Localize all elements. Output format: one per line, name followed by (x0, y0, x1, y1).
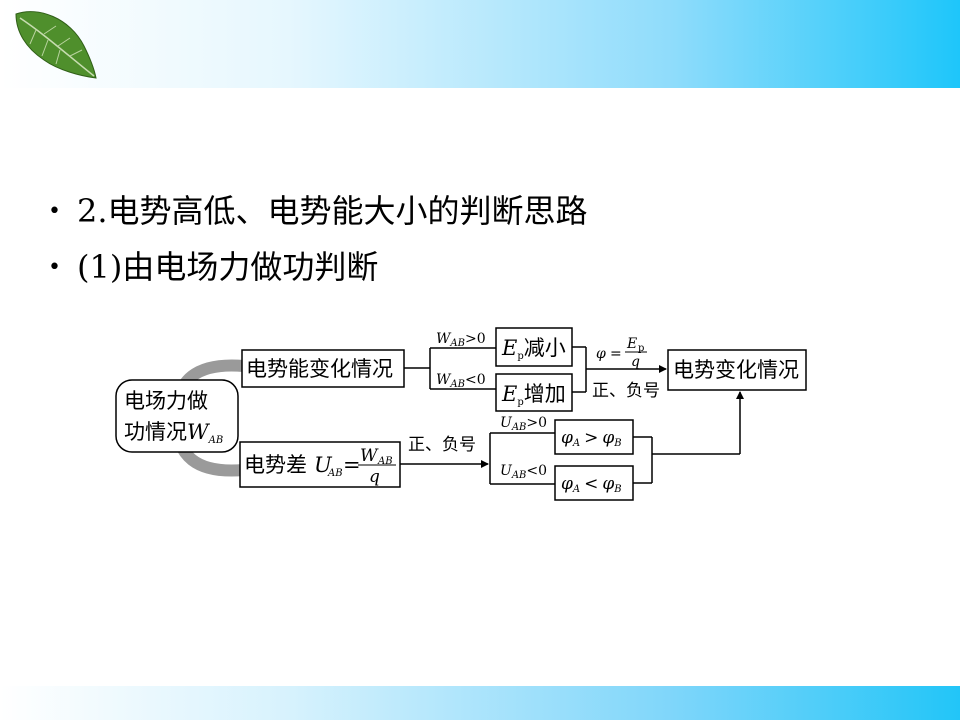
svg-text:=: = (610, 346, 622, 362)
svg-text:=: = (343, 453, 361, 477)
header-banner (0, 0, 960, 88)
svg-text:AB: AB (377, 456, 393, 467)
phi-less-label: φA<φB (561, 474, 622, 495)
bullet-marker: • (48, 199, 61, 224)
bullet-line-1: • 2.电势高低、电势能大小的判断思路 (48, 186, 588, 232)
svg-text:φ: φ (596, 346, 606, 362)
svg-text:W: W (360, 446, 379, 466)
potential-change-label: 电势变化情况 (673, 358, 799, 382)
potential-change-box (667, 349, 807, 391)
svg-text:q: q (369, 467, 380, 487)
voltage-formula: 电势差 U AB = W AB q (244, 446, 396, 487)
svg-text:U: U (314, 453, 333, 477)
svg-text:AB: AB (327, 468, 343, 479)
ep-decrease-box (495, 327, 573, 367)
condition-w-negative: WAB<0 (436, 372, 486, 390)
bullet-text: (1)由电场力做功判断 (76, 248, 379, 286)
energy-change-label: 电势能变化情况 (246, 357, 393, 381)
condition-w-positive: WAB>0 (436, 331, 486, 349)
svg-text:p: p (638, 343, 644, 354)
start-box (115, 379, 239, 453)
phi-greater-label: φA>φB (561, 428, 622, 449)
svg-text:E: E (626, 336, 637, 352)
phi-greater-box (554, 419, 634, 455)
ep-decrease-label: Ep减小 (501, 336, 566, 362)
start-box-line2: 功情况WAB (124, 420, 223, 446)
energy-change-box (241, 349, 405, 388)
sign-label-bottom: 正、负号 (408, 435, 476, 455)
bullet-text: 2.电势高低、电势能大小的判断思路 (76, 192, 588, 230)
svg-text:电势差: 电势差 (244, 453, 307, 477)
bullet-marker: • (48, 255, 61, 280)
sign-label-top: 正、负号 (592, 381, 660, 401)
start-box-line1: 电场力做 (124, 389, 208, 413)
svg-text:q: q (631, 354, 640, 370)
condition-u-negative: UAB<0 (500, 463, 547, 481)
condition-u-positive: UAB>0 (500, 415, 547, 433)
phi-formula: φ = E p q (596, 336, 647, 370)
footer-banner (0, 686, 960, 720)
leaf-logo-icon (15, 11, 97, 79)
ep-increase-box (495, 373, 573, 412)
ep-increase-label: Ep增加 (501, 382, 566, 408)
bullet-line-2: • (1)由电场力做功判断 (48, 242, 378, 288)
